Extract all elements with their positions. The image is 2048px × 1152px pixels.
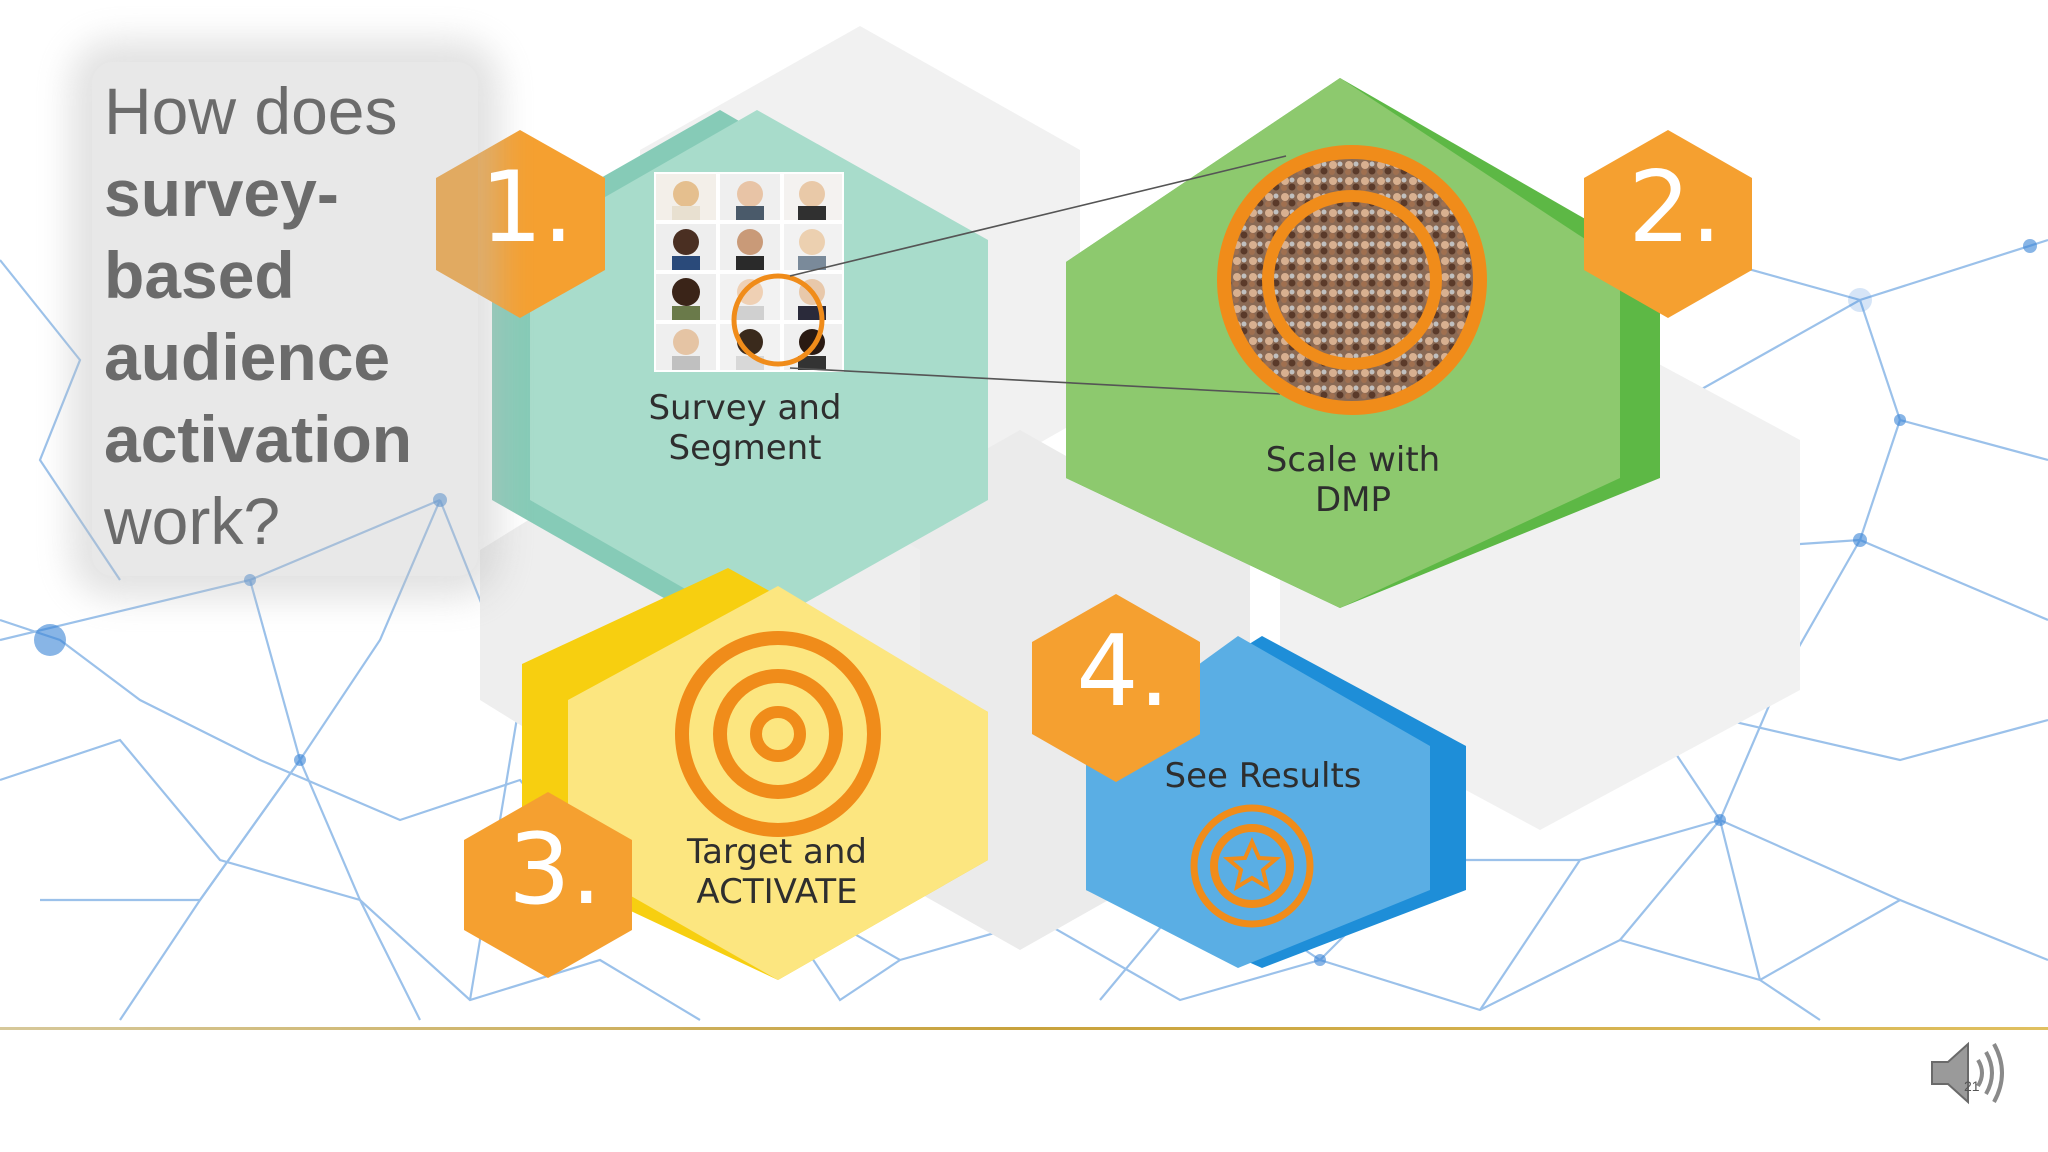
star-medal-icon [1190,804,1314,928]
step-3-label-line2: ACTIVATE [696,872,858,912]
step-1-label-line2: Segment [668,428,822,468]
step-2-label-line2: DMP [1314,480,1392,520]
step-4-label-line1: See Results [1164,756,1362,796]
title-line: activation [104,402,413,476]
title-line: based [104,238,295,312]
title-line: work? [104,484,281,558]
title-line: How does [104,74,398,148]
title-line: survey- [104,156,339,230]
step-4-number: 4. [1076,615,1170,729]
crowd-target-icon [1217,145,1487,415]
step-1-label: Survey and Segment [600,388,890,468]
step-4-label: See Results [1118,756,1408,796]
step-3-label: Target and ACTIVATE [632,832,922,912]
step-2-label-line1: Scale with [1265,440,1441,480]
footer-divider [0,1027,2048,1030]
step-3-label-line1: Target and [687,832,867,872]
step-2-number: 2. [1628,151,1722,265]
step-1-number: 1. [480,151,574,265]
people-grid-icon [654,172,844,372]
title-line: audience [104,320,391,394]
slide-title: How does survey- based audience activati… [92,62,478,576]
connector-lines [789,155,1287,395]
badge-shapes [436,130,1752,978]
target-icon [675,631,881,837]
speaker-icon[interactable] [1926,1032,2012,1114]
hex-target-activate [522,568,988,980]
step-3-number: 3. [508,813,602,927]
step-2-label: Scale with DMP [1208,440,1498,520]
step-1-label-line1: Survey and [648,388,842,428]
slide-number: 21 [1964,1078,1980,1094]
